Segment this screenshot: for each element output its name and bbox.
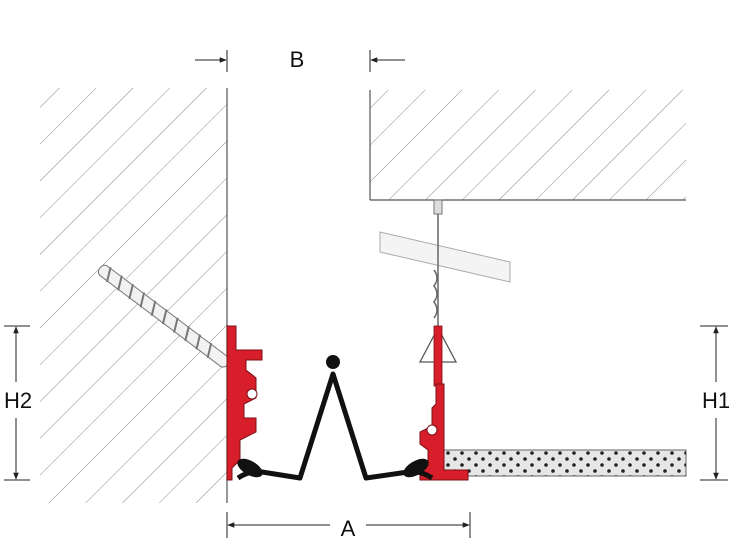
right-red-profile	[419, 383, 469, 481]
right-ceiling-slab	[369, 90, 686, 201]
ceiling-hanger-wire-icon	[379, 199, 511, 387]
dimension-a-label: A	[341, 516, 356, 541]
dimension-h2-label: H2	[4, 388, 32, 413]
dimension-h2: H2	[4, 325, 32, 481]
dimension-h1-label: H1	[702, 388, 730, 413]
dimension-b: B	[195, 47, 405, 72]
left-red-profile	[226, 325, 263, 481]
flexible-seal	[236, 355, 434, 481]
dimension-b-label: B	[290, 47, 305, 72]
screw-anchor-icon	[97, 264, 230, 368]
dimension-h1: H1	[700, 325, 730, 481]
dimension-a: A	[226, 512, 471, 541]
perforated-ceiling-panel	[442, 449, 687, 477]
